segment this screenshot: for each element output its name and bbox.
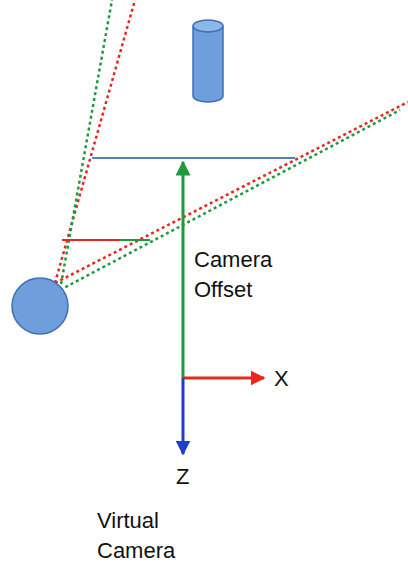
axis-label: X: [274, 364, 314, 394]
x-axis: [183, 377, 264, 380]
caption-label: Virtual Camera: [97, 506, 197, 566]
cylinder-object: [193, 20, 223, 102]
near-plane: [62, 239, 124, 241]
axis-label: Z: [176, 462, 216, 492]
viewer-head: [12, 278, 68, 334]
screen-plane: [92, 157, 295, 159]
frustum-ray: [60, 0, 112, 290]
offset-arrow: [182, 162, 185, 378]
near-plane: [120, 239, 150, 241]
z-axis: [182, 378, 185, 454]
axis-label: Camera Offset: [194, 245, 294, 305]
